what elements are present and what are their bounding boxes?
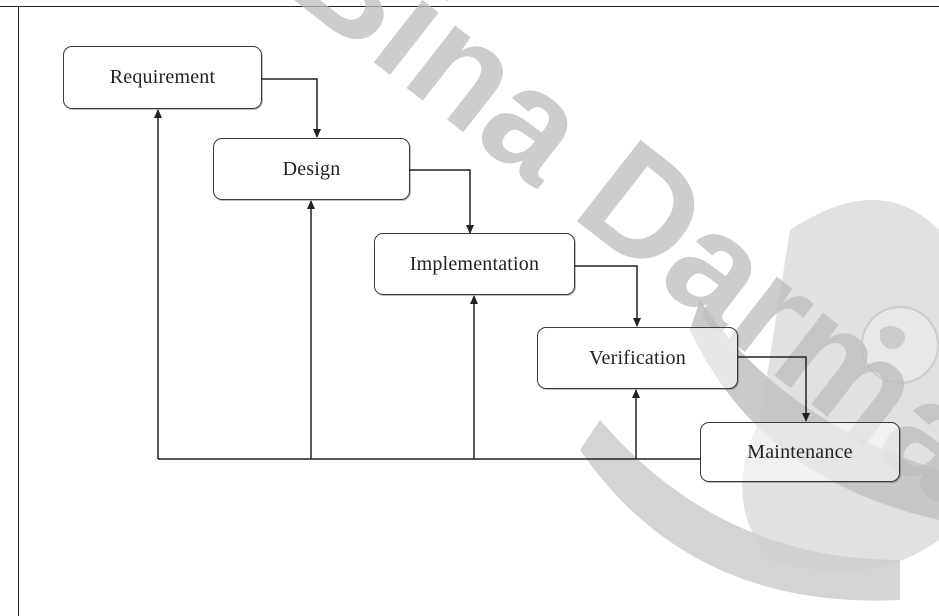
stage-requirement-label: Requirement [109,66,216,88]
stage-requirement: Requirement [63,46,262,109]
frame-left-border [18,6,19,616]
stage-maintenance: Maintenance [700,422,900,482]
arrow-requirement-to-design [262,78,321,138]
arrow-design-to-implementation [410,169,474,234]
stage-verification-label: Verification [589,346,686,369]
arrow-verification-to-maintenance [738,356,810,422]
stage-design: Design [213,138,410,200]
stage-verification: Verification [537,327,738,389]
stage-maintenance-label: Maintenance [747,440,853,463]
arrow-implementation-to-verification [575,265,641,327]
stage-implementation: Implementation [374,233,575,295]
stage-implementation-label: Implementation [409,252,540,275]
stage-design-label: Design [282,157,341,180]
frame-top-border [0,6,939,7]
